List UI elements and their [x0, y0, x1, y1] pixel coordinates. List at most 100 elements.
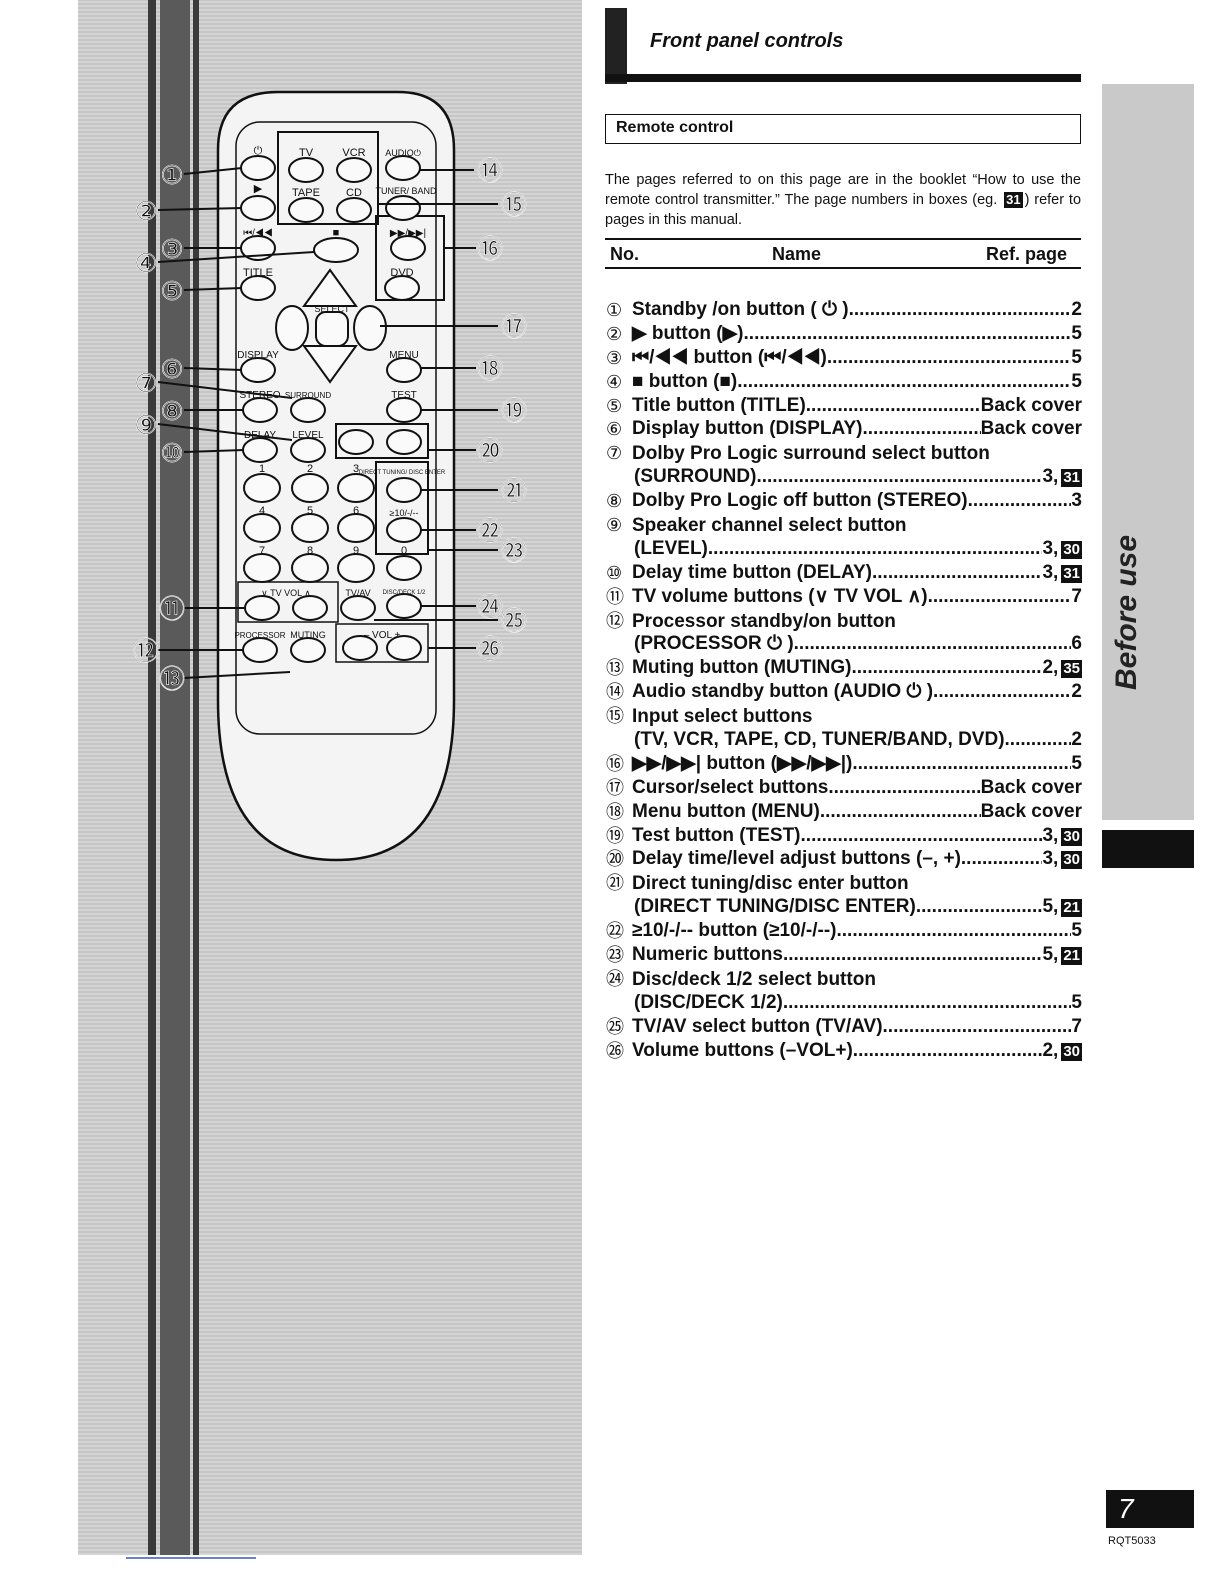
leader-dots	[708, 537, 1043, 561]
num-7-button	[243, 553, 281, 583]
n6-label: 6	[353, 505, 359, 517]
stop-button	[313, 237, 359, 263]
callout-24: ㉔	[477, 593, 503, 623]
title-label: TITLE	[243, 267, 273, 279]
list-item-continuation: (SURROUND)3,31	[606, 465, 1082, 489]
cursor-left-button	[275, 305, 309, 351]
callout-4: ④	[134, 249, 157, 279]
item-name: Delay time/level adjust buttons (–, +)	[632, 848, 961, 870]
callout-8: ⑧	[160, 397, 183, 427]
item-name: Menu button (MENU)	[632, 800, 820, 822]
item-ref-page: Back cover	[980, 394, 1082, 416]
play-label: ▶	[254, 183, 263, 195]
callout-3: ③	[160, 235, 183, 265]
stereo-label: STEREO	[239, 390, 280, 401]
tvvol-label: ∨ TV VOL ∧	[261, 588, 311, 598]
select-label: SELECT	[314, 304, 350, 314]
next-label: ▶▶/▶▶|	[390, 228, 426, 239]
item-number: ⑲	[606, 825, 624, 846]
processor-label: PROCESSOR	[234, 631, 285, 640]
leader-dots	[794, 632, 1072, 656]
item-name: Audio standby button (AUDIO ⏻ )	[632, 681, 934, 703]
manual-page-box: 30	[1061, 1042, 1082, 1061]
item-number: ④	[606, 371, 623, 392]
plus-button	[386, 429, 422, 455]
menu-button	[386, 357, 422, 383]
leader-dots	[862, 417, 980, 441]
direct-group-box	[375, 461, 429, 555]
manual-page-box: 21	[1061, 947, 1082, 966]
direct-label: DIRECT TUNING/ DISC ENTER	[359, 470, 446, 476]
test-button	[386, 397, 422, 423]
leader-dots	[756, 465, 1042, 489]
select-button	[315, 311, 349, 347]
audio-label: AUDIO⏻	[385, 148, 421, 158]
list-item-continuation: (TV, VCR, TAPE, CD, TUNER/BAND, DVD)2	[606, 728, 1082, 752]
header-rule	[605, 74, 1081, 82]
remote-illustration-panel: ⏻ TV VCR AUDIO⏻ ▶ TAPE CD TUNER/ BAND ⏮/…	[78, 0, 582, 1555]
callout-18: ⑱	[477, 355, 503, 385]
level-label: LEVEL	[292, 430, 324, 441]
item-number: ⑥	[606, 419, 623, 440]
item-ref-page: Back cover	[980, 776, 1082, 798]
vol-group-box	[335, 623, 429, 663]
item-number: ⑨	[606, 515, 623, 536]
item-name-cont: (DISC/DECK 1/2)	[634, 991, 783, 1013]
dark-band	[160, 0, 190, 1555]
item-name: Numeric buttons	[632, 944, 783, 966]
callout-13: ⑬	[159, 665, 185, 695]
side-tab	[1102, 84, 1194, 820]
item-name-cont: (PROCESSOR ⏻ )	[634, 633, 794, 655]
cursor-down-button	[302, 345, 358, 384]
n5-label: 5	[307, 505, 313, 517]
item-number: ㉕	[606, 1016, 624, 1037]
leader-dots	[783, 991, 1072, 1015]
leader-dots	[872, 561, 1042, 585]
n2-label: 2	[307, 463, 313, 475]
display-label: DISPLAY	[237, 350, 279, 361]
leader-dots	[828, 776, 980, 800]
leader-dots	[883, 1015, 1072, 1039]
item-ref-page: 2,30	[1042, 1039, 1082, 1061]
surround-label: SURROUND	[285, 391, 331, 400]
num-3-button	[337, 473, 375, 503]
callout-19: ⑲	[501, 397, 527, 427]
leader-dots	[851, 656, 1042, 680]
item-ref-page: 5	[1071, 752, 1082, 774]
scan-edge-mark	[126, 1557, 256, 1559]
tape-label: TAPE	[292, 187, 320, 199]
callout-15: ⑮	[501, 191, 527, 221]
callout-26: ㉖	[477, 635, 503, 665]
callout-12: ⑫	[133, 637, 159, 667]
manual-page-box: 31	[1061, 469, 1082, 488]
item-name-cont: (LEVEL)	[634, 537, 708, 559]
num-9-button	[337, 553, 375, 583]
side-tab-marker	[1102, 830, 1194, 868]
muting-button	[290, 637, 326, 663]
callout-6: ⑥	[160, 355, 183, 385]
cd-label: CD	[346, 187, 362, 199]
callout-20: ⑳	[477, 437, 503, 467]
item-number: ⑧	[606, 491, 623, 512]
page-box-example: 31	[1004, 192, 1023, 208]
item-name: ⏮/◀◀ button (⏮/◀◀)	[632, 346, 827, 368]
callout-5: ⑤	[160, 277, 183, 307]
vol-up-button	[386, 635, 422, 661]
callout-25: ㉕	[501, 607, 527, 637]
muting-label: MUTING	[290, 630, 326, 640]
list-item: ②▶ button (▶)5	[606, 322, 1082, 346]
callout-17: ⑰	[501, 313, 527, 343]
n1-label: 1	[259, 463, 265, 475]
